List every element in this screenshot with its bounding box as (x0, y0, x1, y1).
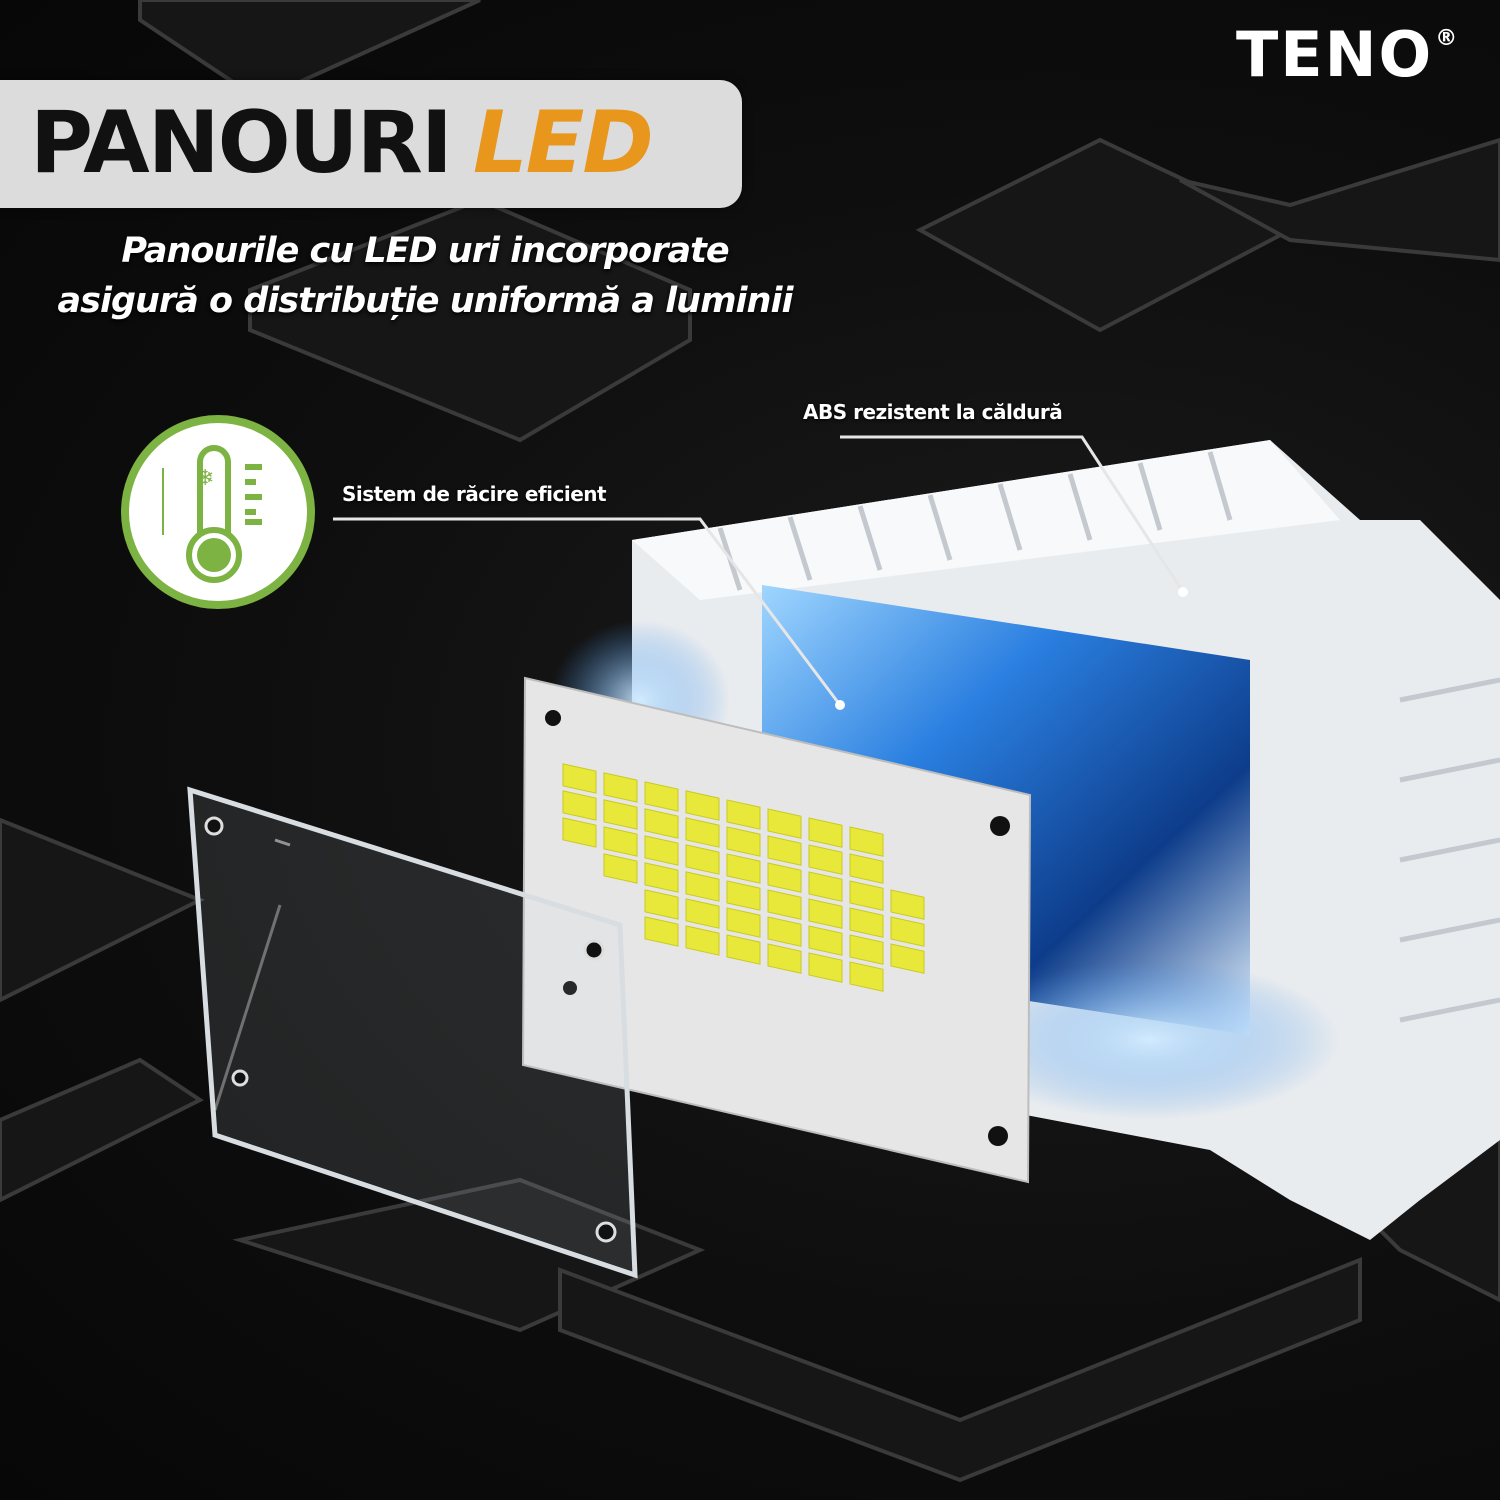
led-chip (603, 826, 638, 857)
led-chip (849, 934, 884, 965)
led-chip (849, 853, 884, 884)
led-chip (808, 817, 843, 848)
registered-mark: ® (1435, 26, 1460, 51)
led-chip (644, 835, 679, 866)
led-chip (726, 907, 761, 938)
led-chip (808, 898, 843, 929)
svg-text:❄: ❄ (196, 466, 214, 491)
led-chip (726, 826, 761, 857)
led-chip (808, 844, 843, 875)
led-chip (767, 889, 802, 920)
led-chip (685, 817, 720, 848)
title-word-led: LED (472, 93, 654, 193)
led-chip (890, 943, 925, 974)
led-chip (808, 925, 843, 956)
led-chip (890, 889, 925, 920)
led-chip (644, 916, 679, 947)
subtitle: Panourile cu LED uri incorporate asigură… (0, 226, 850, 326)
led-chip (644, 781, 679, 812)
led-chip (849, 826, 884, 857)
led-chip (644, 889, 679, 920)
subtitle-line-1: Panourile cu LED uri incorporate (121, 231, 729, 271)
title-word-panouri: PANOURI (30, 93, 453, 193)
led-chip (767, 835, 802, 866)
led-chip (685, 871, 720, 902)
led-chip (808, 952, 843, 983)
callout-lines (333, 435, 1185, 706)
callout-cooling-system: Sistem de răcire eficient (342, 482, 607, 506)
led-chip (808, 871, 843, 902)
led-chip (562, 763, 597, 794)
subtitle-line-2: asigură o distribuție uniformă a luminii (57, 281, 794, 321)
led-chip (685, 844, 720, 875)
thermometer-snowflake-icon: ❄ (121, 415, 315, 609)
led-chip (849, 961, 884, 992)
led-chip (685, 790, 720, 821)
led-chip (849, 907, 884, 938)
led-chip (644, 862, 679, 893)
led-chip (726, 853, 761, 884)
led-chip (767, 808, 802, 839)
led-chip (767, 943, 802, 974)
led-chip (726, 880, 761, 911)
led-chip (603, 772, 638, 803)
led-chip (644, 808, 679, 839)
led-chip (726, 799, 761, 830)
led-chip (767, 916, 802, 947)
callout-abs-housing: ABS rezistent la căldură (803, 400, 1063, 424)
led-chip (890, 916, 925, 947)
led-chip (685, 925, 720, 956)
led-chip (603, 799, 638, 830)
logo-text: TENO (1236, 18, 1434, 91)
led-chip (685, 898, 720, 929)
led-chip (603, 853, 638, 884)
brand-logo: TENO® (1236, 18, 1459, 91)
led-chip (767, 862, 802, 893)
led-chip (726, 934, 761, 965)
diffuser-glass-panel (187, 786, 638, 1279)
led-pcb-board (521, 676, 1032, 1184)
led-chip (562, 817, 597, 848)
led-chip (562, 790, 597, 821)
led-chip (849, 880, 884, 911)
